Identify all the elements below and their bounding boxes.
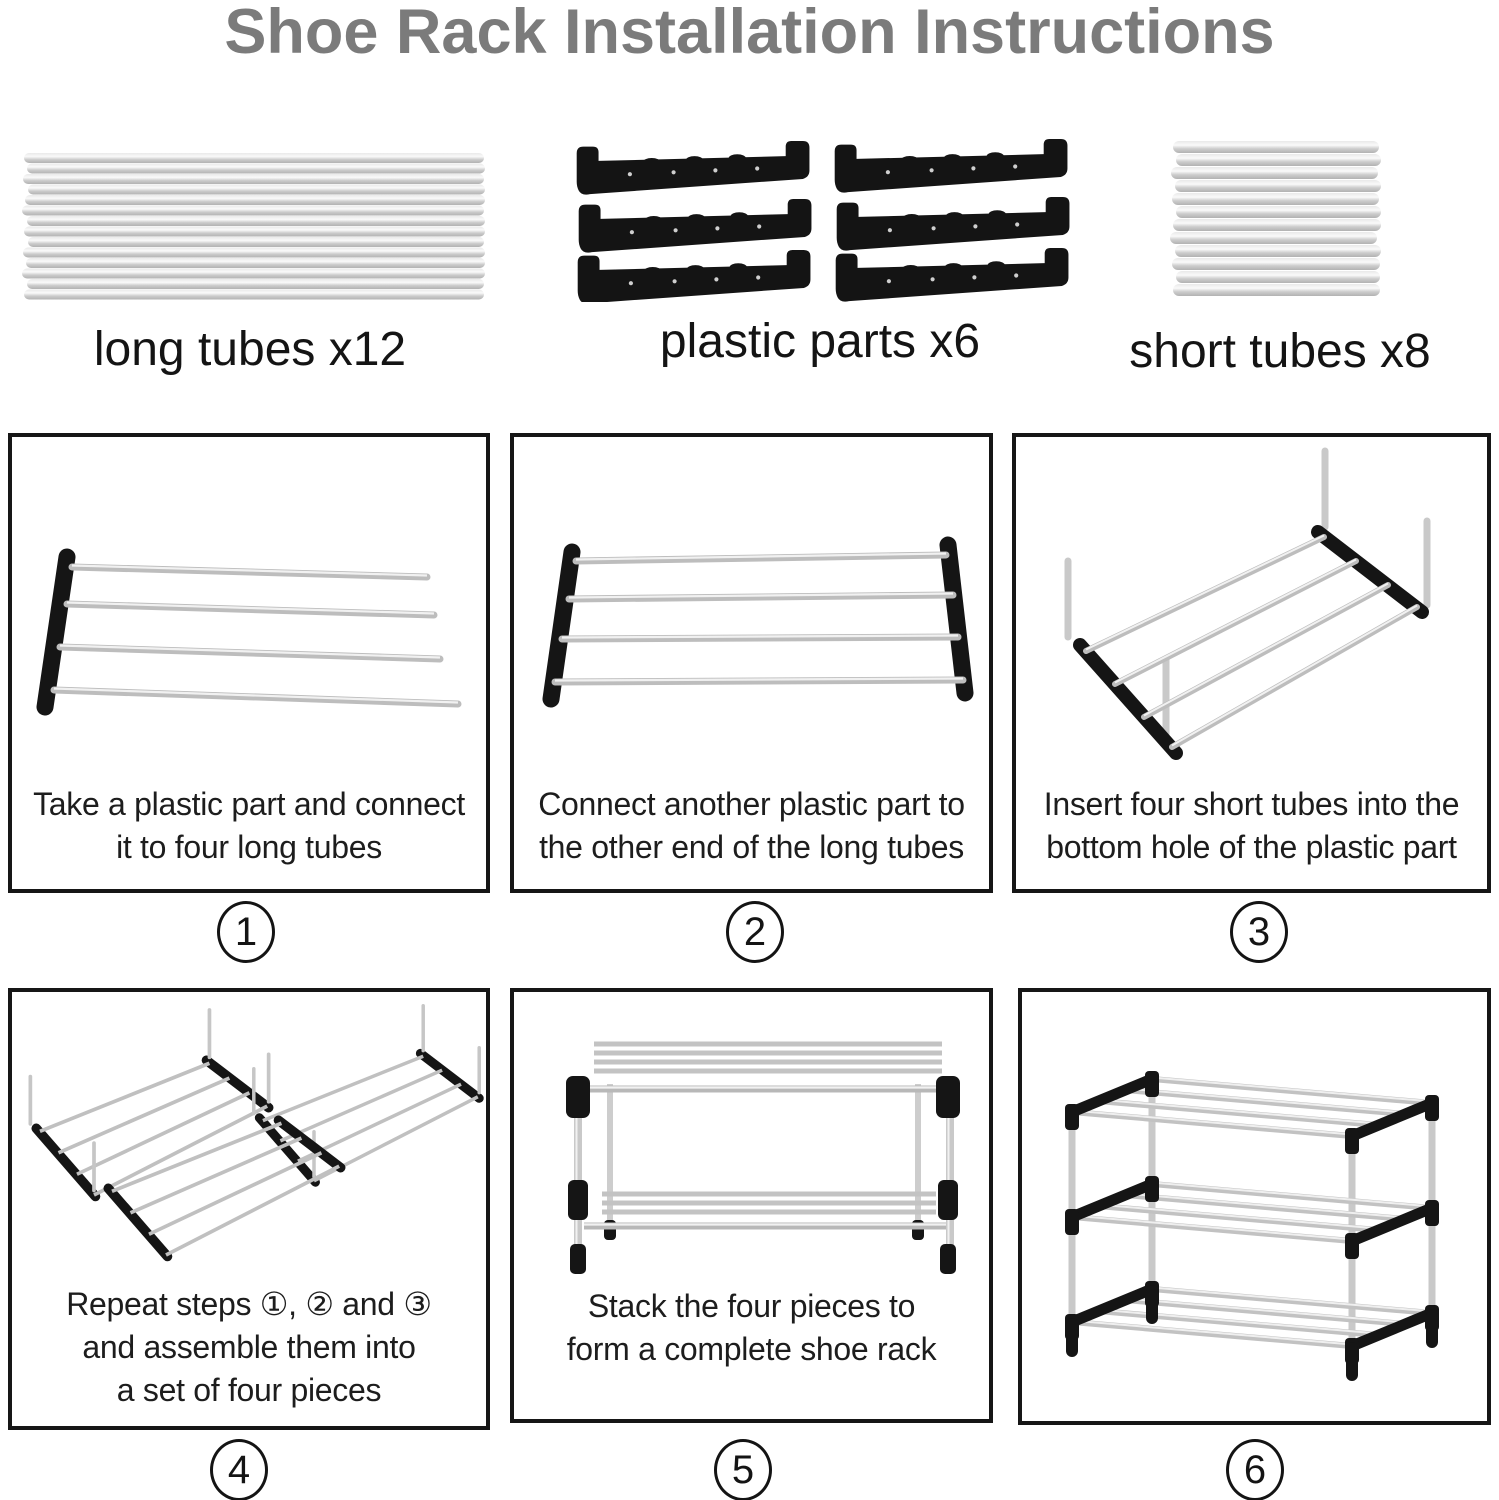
short-tubes-image [1170, 141, 1381, 296]
plastic-parts-image [576, 138, 1070, 302]
step-number-badge: 4 [210, 1439, 268, 1500]
step-box-6 [1018, 988, 1491, 1425]
short-tubes-label: short tubes x8 [1129, 325, 1431, 378]
step-4-diagram [28, 1004, 486, 1290]
step-1-diagram [36, 548, 462, 716]
step-box-4: Repeat steps ①, ② and ③ and assemble the… [8, 988, 490, 1430]
step-2-diagram [542, 536, 974, 708]
long-tubes-label: long tubes x12 [93, 323, 407, 376]
step-3-diagram [1064, 447, 1431, 760]
step-number-badge: 1 [217, 901, 275, 963]
step-number-badge: 5 [714, 1439, 772, 1500]
step-box-3: Insert four short tubes into the bottom … [1012, 433, 1491, 893]
step-number-badge: 6 [1226, 1439, 1284, 1500]
page-title: Shoe Rack Installation Instructions [224, 0, 1275, 67]
long-tubes-image [22, 153, 485, 300]
step-caption: Insert four short tubes into the bottom … [1043, 786, 1460, 865]
step-caption: Take a plastic part and connect it to fo… [33, 786, 465, 865]
step-caption: Connect another plastic part to the othe… [538, 786, 965, 865]
step-5-diagram [566, 1041, 960, 1274]
step-box-1: Take a plastic part and connect it to fo… [8, 433, 490, 893]
step-number-badge: 3 [1230, 901, 1288, 963]
step-number-badge: 2 [726, 901, 784, 963]
step-caption: Stack the four pieces to form a complete… [566, 1288, 937, 1367]
step-box-2: Connect another plastic part to the othe… [510, 433, 993, 893]
step-box-5: Stack the four pieces to form a complete… [510, 988, 993, 1423]
step-6-diagram [1065, 1071, 1439, 1381]
step-caption: Repeat steps ①, ② and ③ and assemble the… [66, 1286, 432, 1408]
plastic-parts-label: plastic parts x6 [659, 315, 981, 368]
